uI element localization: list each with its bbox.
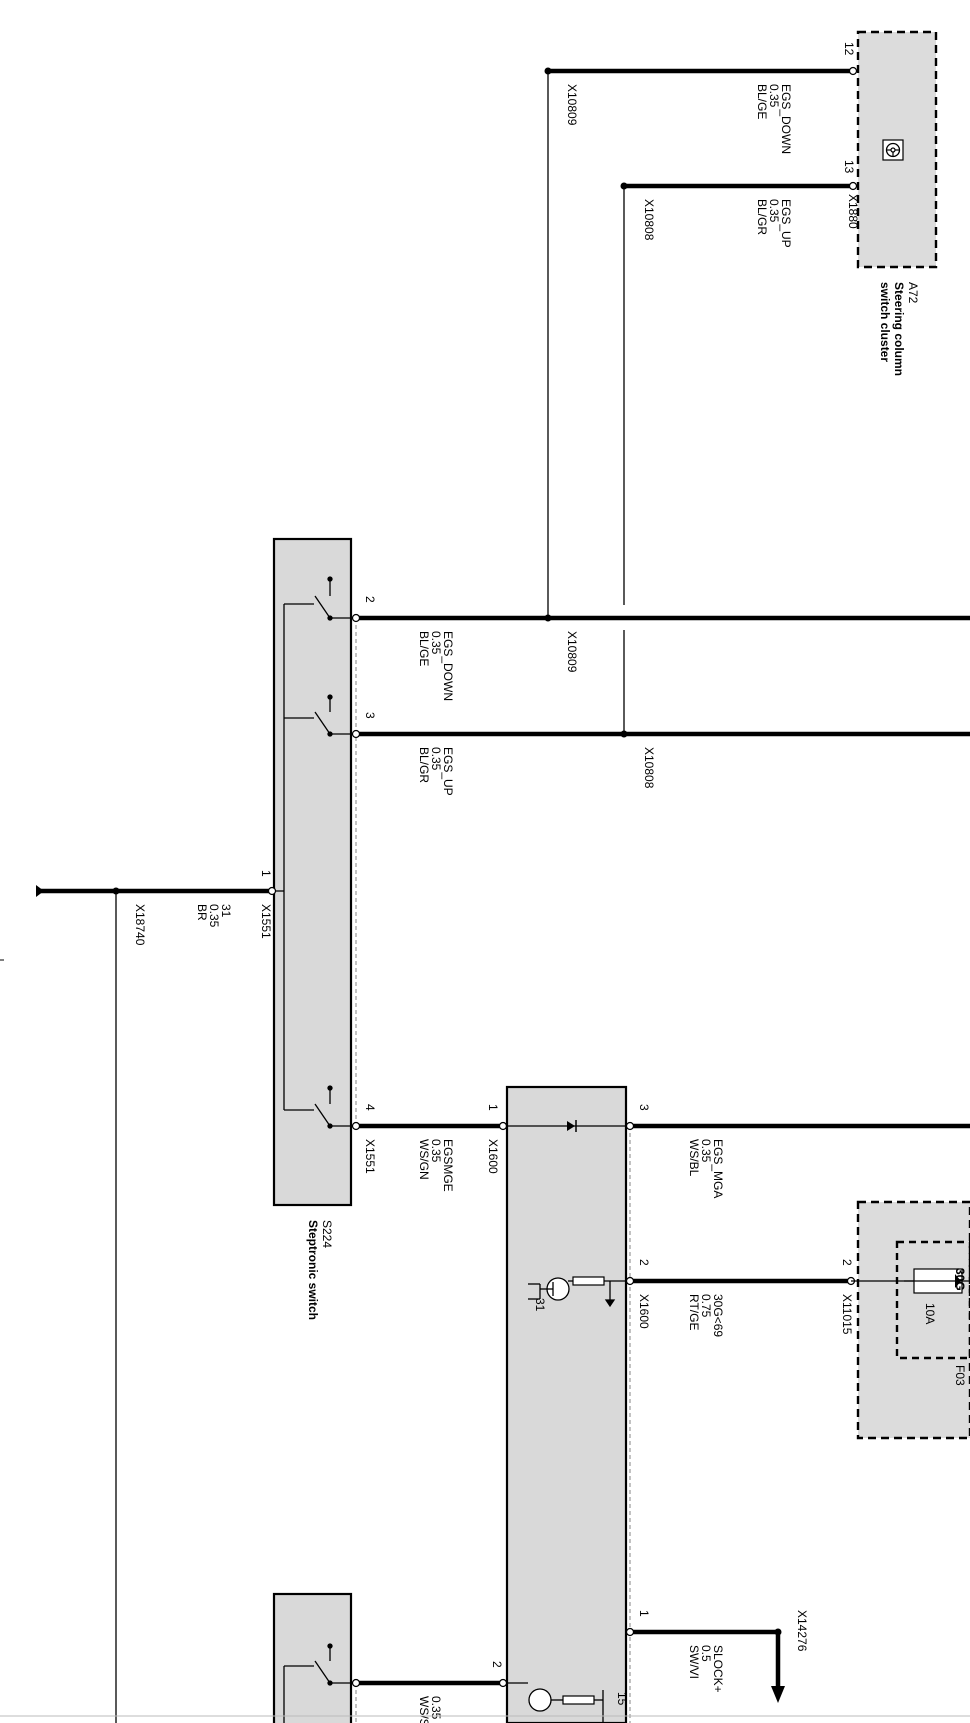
connector-x10809-mid: X10809 [565,631,579,673]
svg-text:BL/GR: BL/GR [755,199,769,235]
wire-label-ground-31: 31 0.35 BR [195,904,233,928]
steering-wheel-icon [882,139,904,161]
svg-text:EGS_DOWN: EGS_DOWN [441,631,455,701]
connector-x1600-pin1: X1600 [486,1139,500,1174]
pin-m-1b: 1 [637,1610,651,1617]
pin-a72-13: 13 [842,160,856,174]
connector-x14276: X14276 [795,1610,809,1652]
svg-text:WS/BL: WS/BL [687,1139,701,1177]
pin-s224-3: 3 [363,712,377,719]
fuse-terminal: 30G [953,1268,967,1291]
svg-text:EGS_MGA: EGS_MGA [711,1139,725,1198]
svg-text:BL/GR: BL/GR [417,747,431,783]
wire-label-egs-down-top: EGS_DOWN 0.35 BL/GE [755,84,793,154]
svg-text:0.35: 0.35 [767,84,781,108]
svg-text:0.35: 0.35 [429,1696,443,1720]
wire-label-egs-mga: EGS_MGA 0.35 WS/BL [687,1139,725,1198]
svg-text:RT/GE: RT/GE [687,1294,701,1330]
svg-text:0.35: 0.35 [767,199,781,223]
svg-text:0.75: 0.75 [699,1294,713,1318]
s224-steptronic-switch[interactable]: S224 Steptronic switch [271,537,357,1320]
pin-s224-1: 1 [259,870,273,877]
pin-bottom-2: 2 [490,1661,504,1668]
svg-text:WS/S: WS/S [417,1696,431,1723]
svg-text:WS/GN: WS/GN [417,1139,431,1180]
wire-label-egs-up-mid: EGS_UP 0.35 BL/GR [417,747,455,796]
pin-fuse-2: 2 [840,1259,854,1266]
a72-code: A72 [906,282,920,304]
pin-m-2: 2 [637,1259,651,1266]
fuse-icon [904,1268,970,1294]
connector-x1600-pin2: X1600 [637,1294,651,1329]
wire-label-slock: SLOCK+ 0.5 SW/VI [687,1645,725,1693]
x1600-control-module[interactable]: 31 15 [505,1085,631,1723]
connector-x18740: X18740 [133,904,147,946]
svg-text:0.35: 0.35 [207,904,221,928]
svg-text:EGS_UP: EGS_UP [441,747,455,796]
svg-text:30G<69: 30G<69 [711,1294,725,1337]
connector-x1551-pin4: X1551 [363,1139,377,1174]
wire-label-egsmge: EGSMGE 0.35 WS/GN [417,1139,455,1192]
ground-31-symbol-label: 31 [533,1298,547,1312]
svg-text:BR: BR [195,904,209,921]
wire-label-bottom: 0.35 WS/S [417,1696,443,1723]
ground-arrow-icon [36,885,44,897]
transistor-icon [528,1276,630,1308]
wire-label-egs-up-top: EGS_UP 0.35 BL/GR [755,199,793,248]
svg-text:0.35: 0.35 [429,1139,443,1163]
svg-text:0.5: 0.5 [699,1645,713,1662]
svg-text:0.35: 0.35 [699,1139,713,1163]
fuse-box[interactable]: 30G 10A F03 [851,1200,970,1440]
a72-steering-column-switch-cluster[interactable]: A72 Steering column switch cluster X1880 [846,30,938,376]
svg-text:EGS_DOWN: EGS_DOWN [779,84,793,154]
svg-text:EGSMGE: EGSMGE [441,1139,455,1192]
a72-name-line2: switch cluster [878,282,892,362]
connector-x10808-top: X10808 [642,199,656,241]
svg-text:BL/GE: BL/GE [417,631,431,666]
s224-name: Steptronic switch [306,1220,320,1320]
fuse-box-label-partial: F03 [953,1365,967,1386]
connector-x10808-mid: X10808 [642,747,656,789]
wire-label-30g: 30G<69 0.75 RT/GE [687,1294,725,1337]
svg-text:SLOCK+: SLOCK+ [711,1645,725,1693]
diode-icon [567,1120,577,1132]
fuse-rating: 10A [923,1303,937,1324]
pin-s224-4: 4 [363,1104,377,1111]
pin-m-3: 3 [637,1104,651,1111]
pin-s224-2: 2 [363,596,377,603]
transistor-icon-bottom [507,1682,604,1723]
connector-x1551-pin1: X1551 [259,904,273,939]
pin-bottom-15: 15 [615,1692,629,1706]
connector-x11015: X11015 [840,1294,854,1335]
svg-text:0.35: 0.35 [429,631,443,655]
s224-code: S224 [320,1220,334,1248]
pin-a72-12: 12 [842,42,856,56]
connector-x10809-top: X10809 [565,84,579,126]
svg-text:31: 31 [219,904,233,918]
svg-text:0.35: 0.35 [429,747,443,771]
a72-connector-label: X1880 [846,194,860,229]
svg-text:EGS_UP: EGS_UP [779,199,793,248]
bottom-switch-partial[interactable] [272,1592,357,1723]
svg-text:BL/GE: BL/GE [755,84,769,119]
svg-text:SW/VI: SW/VI [687,1645,701,1679]
a72-name-line1: Steering column [892,282,906,376]
arrow-down-icon [771,1686,785,1703]
wire-label-egs-down-mid: EGS_DOWN 0.35 BL/GE [417,631,455,701]
pin-m-1: 1 [486,1104,500,1111]
